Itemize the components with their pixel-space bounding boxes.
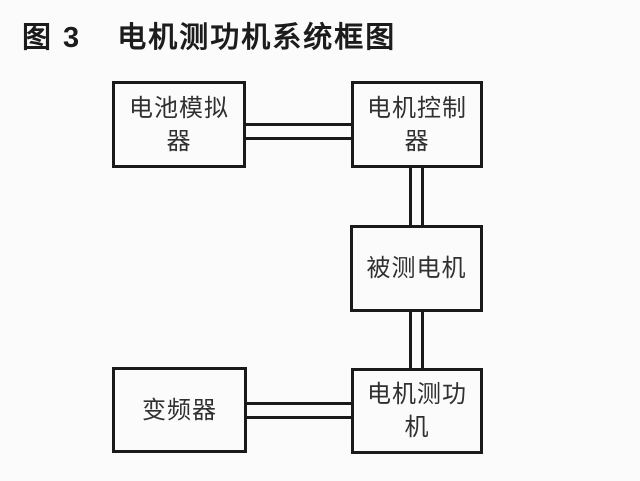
figure-number-label: 图 3 bbox=[22, 22, 82, 54]
box-inverter: 变频器 bbox=[112, 367, 247, 453]
box-label-line: 器 bbox=[404, 127, 430, 155]
connector-inverter-to-dynamometer bbox=[244, 402, 354, 419]
box-motor-controller: 电机控制 器 bbox=[351, 81, 483, 168]
box-motor-dynamometer: 电机测功 机 bbox=[351, 368, 483, 454]
connector-motor-to-dynamometer bbox=[409, 309, 424, 371]
box-battery-simulator: 电池模拟 器 bbox=[112, 81, 246, 168]
connector-battery-to-controller bbox=[243, 123, 354, 140]
figure-caption: 图 3 电机测功机系统框图 bbox=[22, 14, 396, 56]
box-label-line: 电机测功 bbox=[367, 381, 467, 408]
box-label-line: 变频器 bbox=[142, 396, 217, 424]
box-label-line: 电机控制 bbox=[367, 94, 467, 122]
connector-controller-to-motor bbox=[409, 165, 424, 228]
box-motor-under-test: 被测电机 bbox=[350, 225, 483, 312]
box-label-line: 器 bbox=[166, 127, 192, 155]
figure-title: 电机测功机系统框图 bbox=[117, 22, 397, 54]
box-label-line: 被测电机 bbox=[366, 255, 467, 282]
box-label-line: 电池模拟 bbox=[129, 94, 229, 122]
box-label-line: 机 bbox=[404, 414, 430, 441]
